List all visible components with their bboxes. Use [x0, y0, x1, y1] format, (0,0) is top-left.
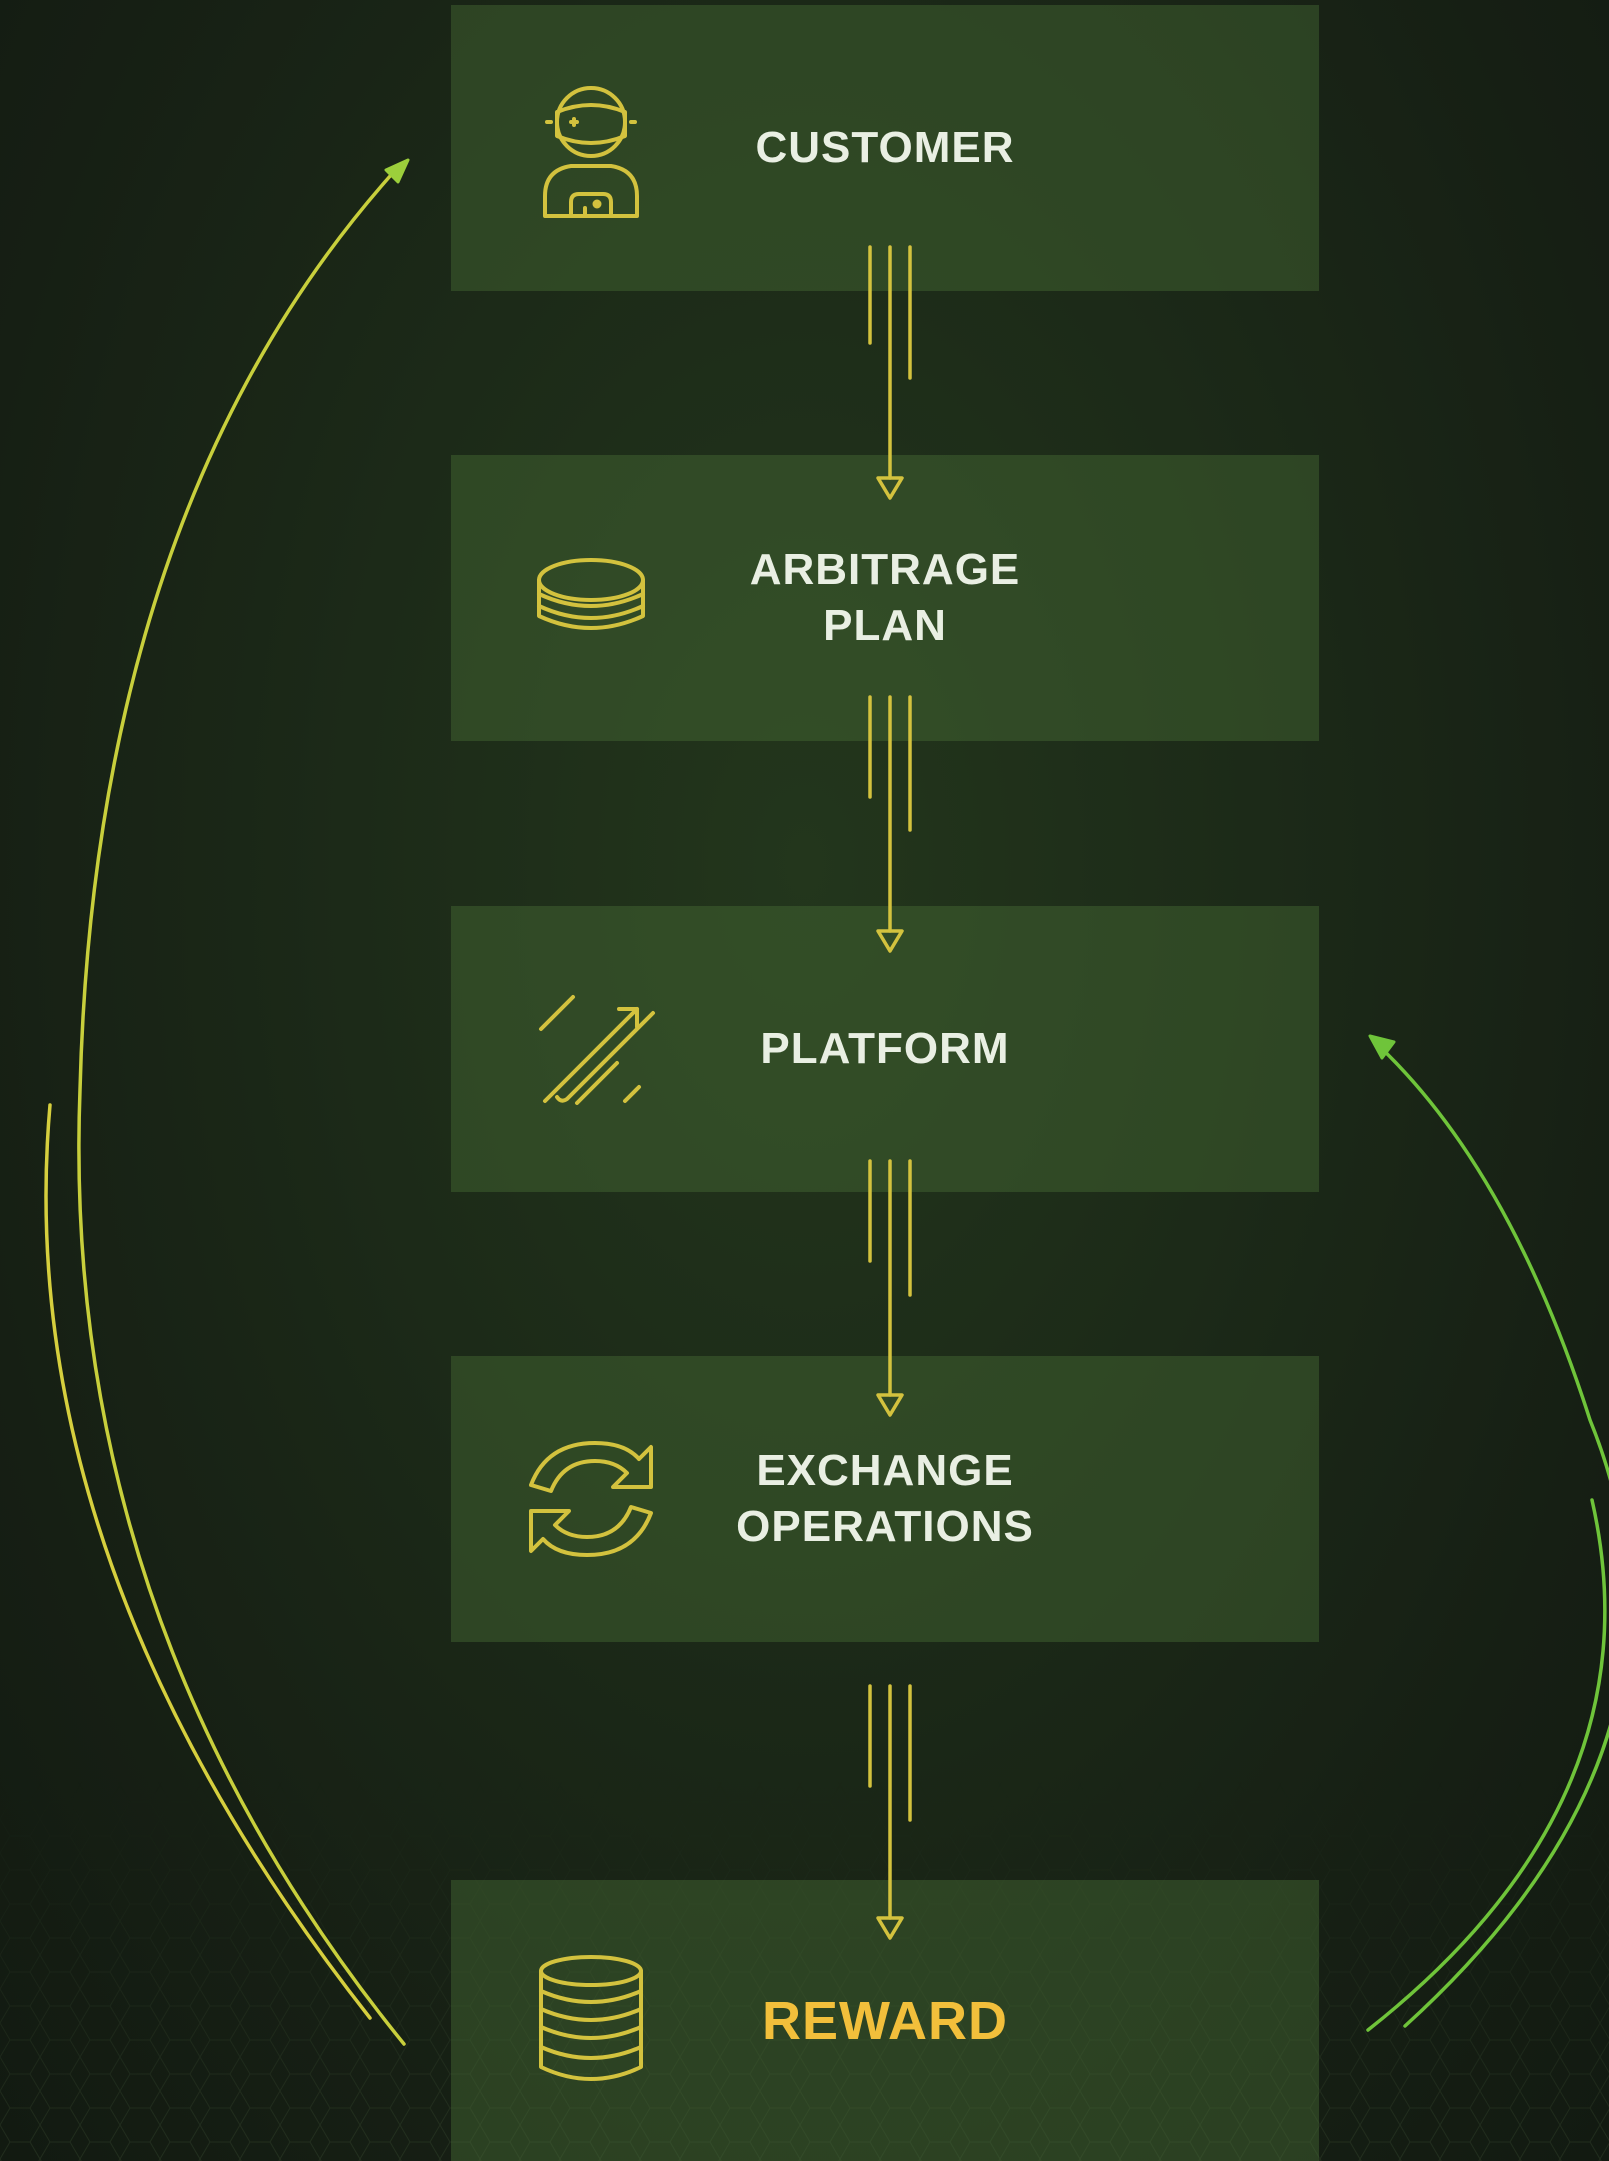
diagonal-arrows-icon — [539, 995, 655, 1105]
step-customer: CUSTOMER — [451, 5, 1319, 291]
astronaut-icon — [543, 86, 639, 218]
step-customer-label: CUSTOMER — [755, 123, 1015, 172]
step-arbitrage-plan-label: ARBITRAGE PLAN — [749, 545, 1021, 650]
step-reward: REWARD — [451, 1880, 1319, 2161]
step-arbitrage-plan: ARBITRAGE PLAN — [451, 455, 1319, 741]
step-platform: PLATFORM — [451, 906, 1319, 1192]
step-reward-label: REWARD — [762, 1990, 1008, 2051]
database-stack-icon — [539, 1954, 643, 2081]
step-exchange-operations: EXCHANGE OPERATIONS — [451, 1356, 1319, 1642]
step-platform-label: PLATFORM — [760, 1024, 1010, 1073]
refresh-arrows-icon — [529, 1441, 653, 1557]
step-exchange-operations-label: EXCHANGE OPERATIONS — [736, 1446, 1034, 1551]
coin-stack-icon — [537, 558, 645, 630]
